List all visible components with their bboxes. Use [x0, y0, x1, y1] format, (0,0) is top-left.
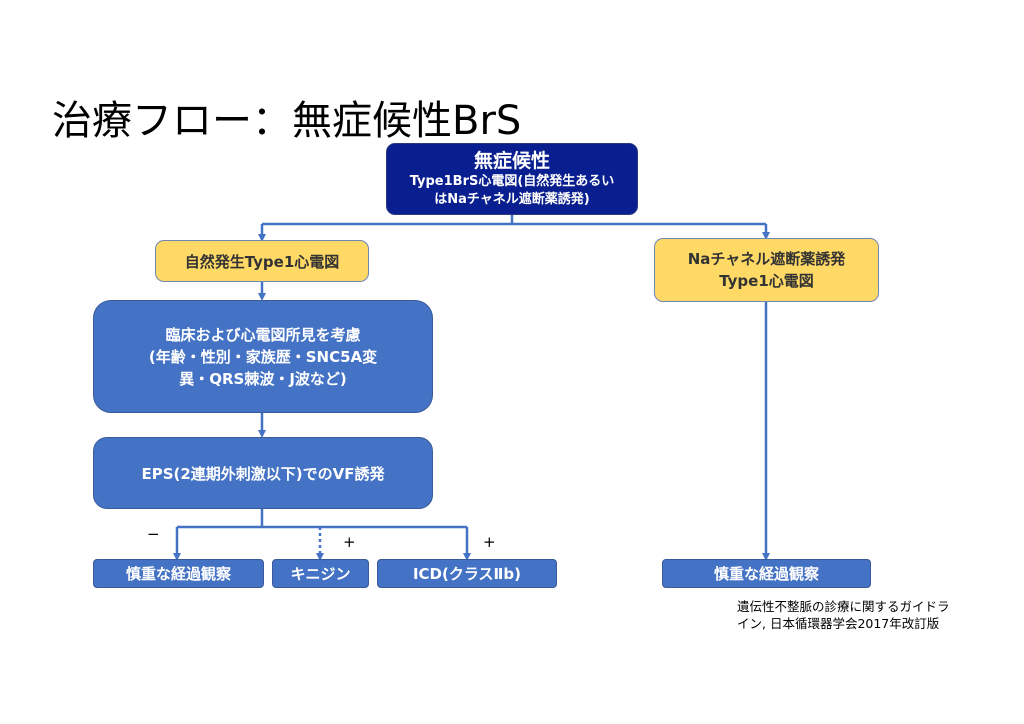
spontaneous-type1-box: 自然発生Type1心電図: [155, 240, 369, 282]
clinical-findings-line2: (年齢・性別・家族歴・SNC5A変: [148, 347, 378, 366]
sign-positive-quinidine: +: [343, 533, 356, 551]
drug-induced-type1-box: Naチャネル遮断薬誘発 Type1心電図: [654, 238, 879, 302]
sign-negative: −: [147, 525, 160, 543]
outcome-observation-label: 慎重な経過観察: [125, 565, 231, 583]
page-title: 治療フロー：無症候性BrS: [52, 98, 522, 144]
outcome-observation-box: 慎重な経過観察: [93, 559, 264, 588]
eps-box: EPS(2連期外刺激以下)でのVF誘発: [93, 437, 433, 509]
outcome-icd-label: ICD(クラスⅡb): [412, 565, 522, 583]
right-outcome-observation-label: 慎重な経過観察: [713, 565, 819, 583]
reference-citation: 遺伝性不整脈の診療に関するガイドラ イン, 日本循環器学会2017年改訂版: [737, 598, 950, 632]
drug-induced-line2: Type1心電図: [719, 272, 814, 290]
asymptomatic-line1: Type1BrS心電図(自然発生あるい: [409, 174, 615, 189]
eps-label: EPS(2連期外刺激以下)でのVF誘発: [141, 464, 385, 483]
clinical-findings-box: 臨床および心電図所見を考慮 (年齢・性別・家族歴・SNC5A変 異・QRS棘波・…: [93, 300, 433, 413]
sign-positive-icd: +: [483, 533, 496, 551]
outcome-icd-box: ICD(クラスⅡb): [377, 559, 557, 588]
spontaneous-type1-label: 自然発生Type1心電図: [184, 252, 340, 271]
right-outcome-observation-box: 慎重な経過観察: [662, 559, 871, 588]
clinical-findings-line1: 臨床および心電図所見を考慮: [165, 325, 361, 344]
asymptomatic-line2: はNaチャネル遮断薬誘発): [434, 192, 590, 207]
outcome-quinidine-box: キニジン: [272, 559, 369, 588]
clinical-findings-line3: 異・QRS棘波・J波など): [179, 369, 347, 388]
outcome-quinidine-label: キニジン: [290, 565, 351, 583]
asymptomatic-heading: 無症候性: [473, 150, 550, 172]
asymptomatic-box: 無症候性 Type1BrS心電図(自然発生あるい はNaチャネル遮断薬誘発): [386, 143, 638, 215]
reference-line2: イン, 日本循環器学会2017年改訂版: [737, 616, 940, 631]
drug-induced-line1: Naチャネル遮断薬誘発: [687, 250, 846, 268]
reference-line1: 遺伝性不整脈の診療に関するガイドラ: [737, 599, 950, 614]
